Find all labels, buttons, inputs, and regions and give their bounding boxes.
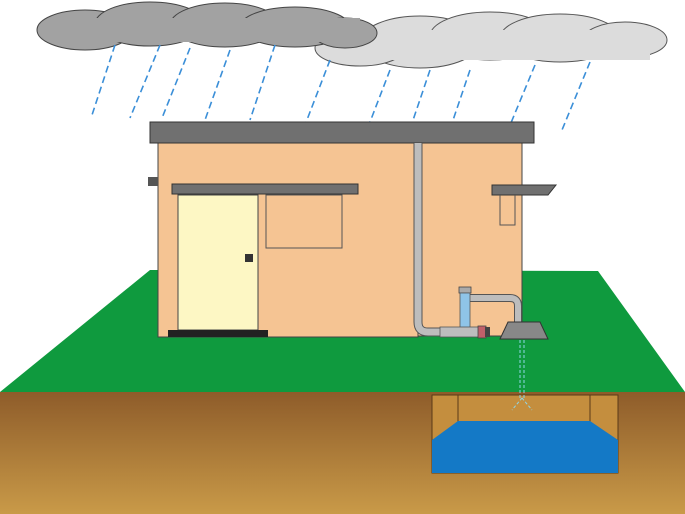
door-handle[interactable] (245, 254, 253, 262)
wall-bracket (148, 177, 158, 186)
rain (91, 44, 591, 136)
side-canopy (491, 184, 558, 196)
window (265, 194, 343, 249)
seepage (511, 340, 533, 411)
house (148, 121, 558, 338)
downpipe (413, 143, 522, 337)
door-threshold (168, 330, 268, 337)
underground-tank (431, 394, 619, 474)
filter (439, 286, 490, 339)
recharge-pit (499, 321, 549, 340)
stored-water (432, 421, 618, 473)
cloud-dark (36, 1, 378, 51)
door-canopy (171, 183, 359, 195)
cloud-light (314, 11, 668, 69)
door[interactable] (177, 194, 259, 331)
roof (149, 121, 535, 144)
